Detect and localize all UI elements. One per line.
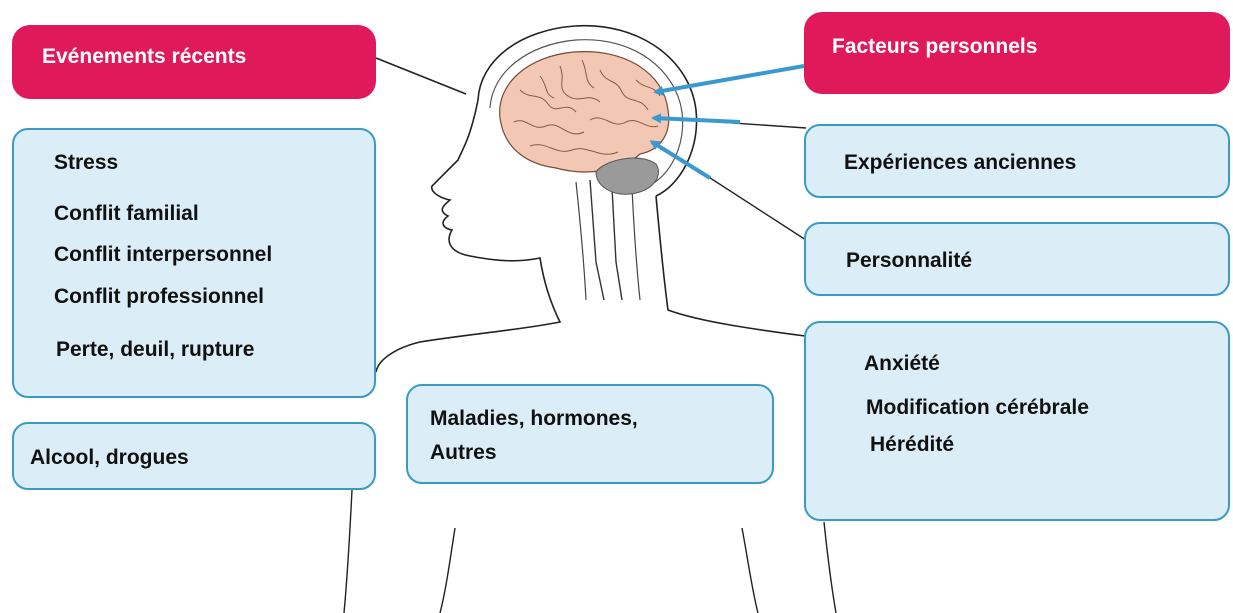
factor-interpersonal-conflict: Conflit interpersonnel <box>54 244 272 265</box>
torso-line <box>440 528 455 613</box>
illness-hormones-line1: Maladies, hormones, <box>430 408 638 429</box>
recent-events-header: Evénements récents <box>12 25 376 99</box>
factor-stress: Stress <box>54 152 118 173</box>
substances-label: Alcool, drogues <box>30 447 189 468</box>
connector-line <box>376 58 466 94</box>
spinal-cord-line <box>576 182 586 300</box>
factor-anxiety: Anxiété <box>864 353 940 374</box>
past-experiences-box: Expériences anciennes <box>804 124 1230 198</box>
personal-factors-header-label: Facteurs personnels <box>832 36 1037 57</box>
recent-events-header-label: Evénements récents <box>42 46 246 67</box>
arrow <box>656 66 804 92</box>
factor-professional-conflict: Conflit professionnel <box>54 286 264 307</box>
substances-box: Alcool, drogues <box>12 422 376 490</box>
factor-loss: Perte, deuil, rupture <box>56 339 254 360</box>
spinal-cord-line <box>590 180 604 300</box>
past-experiences-label: Expériences anciennes <box>844 152 1076 173</box>
illness-hormones-line2: Autres <box>430 442 497 463</box>
personal-factors-list-box: Anxiété Modification cérébrale Hérédité <box>804 321 1230 521</box>
personality-label: Personnalité <box>846 250 972 271</box>
factor-family-conflict: Conflit familial <box>54 203 199 224</box>
spinal-cord-line <box>632 188 640 300</box>
torso-line <box>824 522 836 613</box>
torso-line <box>742 528 758 613</box>
spinal-cord-line <box>612 188 622 300</box>
brain-cerebrum <box>500 52 669 172</box>
personal-factors-header: Facteurs personnels <box>804 12 1230 94</box>
factor-brain-change: Modification cérébrale <box>866 397 1089 418</box>
factor-heredity: Hérédité <box>870 434 954 455</box>
illness-hormones-box: Maladies, hormones, Autres <box>406 384 774 484</box>
recent-events-list-box: Stress Conflit familial Conflit interper… <box>12 128 376 398</box>
torso-line <box>344 490 352 613</box>
neck-right-outline <box>656 196 805 336</box>
personality-box: Personnalité <box>804 222 1230 296</box>
